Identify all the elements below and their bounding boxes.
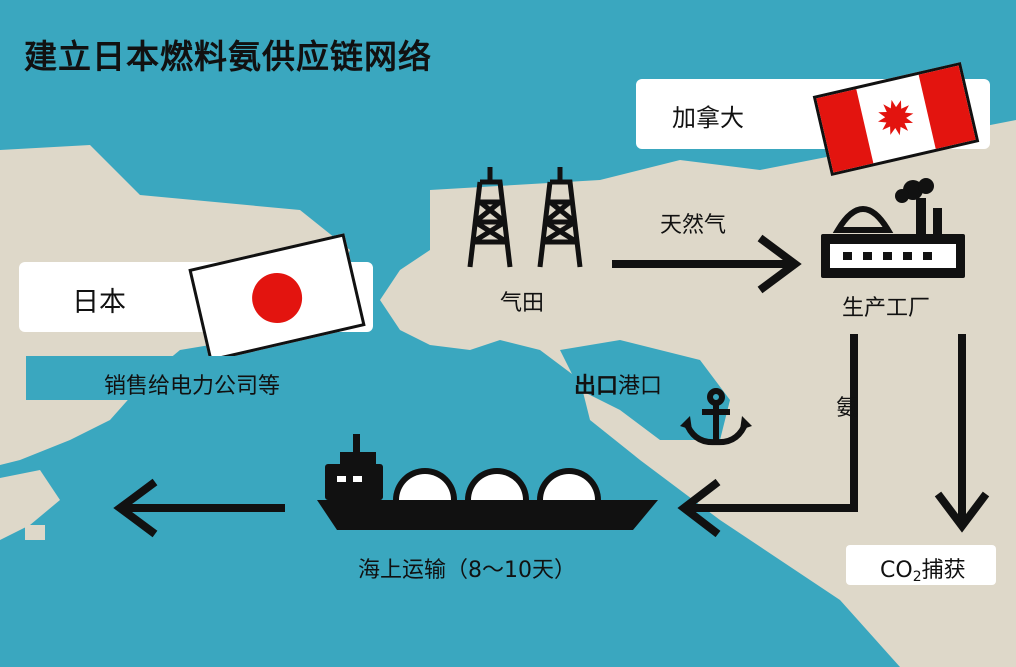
co2-suffix: 捕获	[921, 558, 966, 583]
arrow-ship-to-japan	[113, 478, 285, 538]
factory-icon	[821, 178, 965, 278]
natural-gas-label: 天然气	[660, 213, 727, 238]
oil-rig-icon	[537, 167, 583, 268]
export-port-label: 出口港口	[574, 368, 662, 400]
arrow-gas-to-factory	[612, 234, 802, 294]
sea-inlet	[560, 340, 730, 440]
export-port-bold: 出口	[574, 374, 619, 399]
export-port-rest: 港口	[618, 374, 663, 399]
co2-label: CO2捕获	[880, 552, 966, 585]
canada-label: 加拿大	[672, 104, 744, 132]
sales-label: 销售给电力公司等	[104, 374, 281, 399]
page-title: 建立日本燃料氨供应链网络	[24, 37, 432, 76]
lng-ship-icon	[317, 434, 658, 530]
oil-rigs	[467, 167, 583, 268]
arrow-factory-to-co2	[934, 334, 990, 533]
anchor-icon	[680, 388, 752, 446]
sales-label-box	[26, 356, 346, 400]
gas-field-label: 气田	[500, 291, 545, 316]
japan-label: 日本	[72, 287, 126, 318]
arrow-ammonia-to-port	[677, 334, 858, 538]
japan-island-small	[25, 525, 45, 540]
ammonia-label: 氨	[836, 396, 859, 421]
co2-subscript: 2	[912, 569, 922, 585]
factory-label: 生产工厂	[842, 296, 931, 321]
co2-prefix: CO	[880, 558, 913, 583]
japan-island	[0, 470, 60, 540]
shipping-label: 海上运输（8～10天）	[358, 558, 576, 583]
oil-rig-icon	[467, 167, 513, 268]
co2-label-box	[846, 545, 996, 585]
